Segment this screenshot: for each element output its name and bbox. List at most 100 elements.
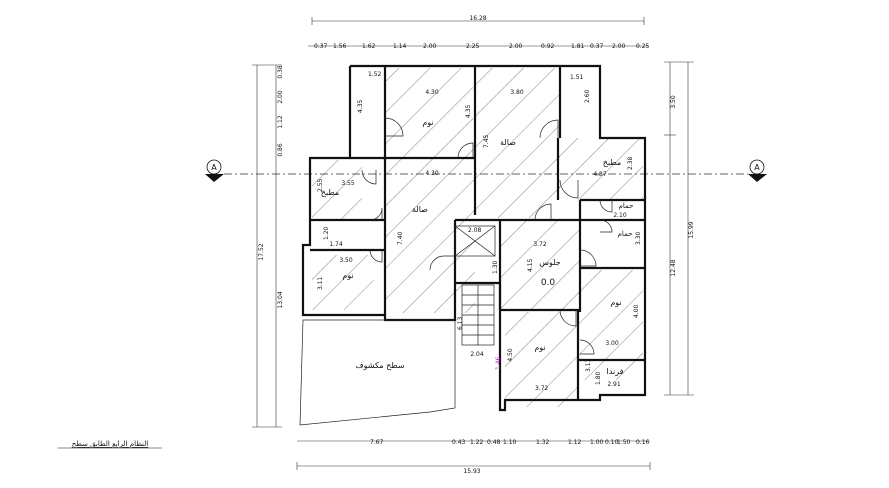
room-label-bedroom-3: نوم [534, 343, 545, 352]
left-overall-dim: 17.52 [258, 243, 265, 260]
top-seg-8: 0.92 [541, 43, 555, 50]
room-dim-bedroom-4: 3.00 [605, 340, 619, 347]
top-overall-dim-text: 16.28 [469, 15, 486, 22]
bottom-seg-3: 1.22 [470, 439, 484, 446]
hatched-floor-areas [312, 68, 643, 407]
outer-walls [299, 64, 647, 426]
left-dimensions: 17.52 13.04 0.86 1.12 2.00 0.38 [252, 64, 284, 428]
room-dim-kitchen-1: 3.55 [341, 180, 355, 187]
room-dim-bedroom-1: 4.30 [425, 89, 439, 96]
right-dimensions: 3.50 12.48 15.99 [664, 61, 695, 396]
left-seg-1: 0.86 [277, 143, 284, 157]
bottom-overall-dim-text: 15.93 [463, 468, 480, 475]
inner-dim-14: 6.13 [457, 316, 464, 330]
right-overall-dim: 15.99 [688, 221, 695, 238]
top-seg-7: 2.00 [509, 43, 523, 50]
top-overall-dimension: 16.28 [311, 15, 645, 25]
bottom-seg-8: 1.00 [590, 439, 604, 446]
bottom-seg-10: 1.50 [617, 439, 631, 446]
room-dim-bath-2: 1.74 [329, 241, 343, 248]
inner-dim-3: 4.35 [357, 99, 364, 113]
inner-dim-19: 2.60 [584, 89, 591, 103]
inner-dim-8: 2.08 [468, 227, 482, 234]
drawing-title: النظام الرابع الطابق سطح [72, 440, 149, 448]
right-top-dim: 3.50 [670, 95, 677, 109]
left-seg-4: 0.38 [277, 65, 284, 79]
inner-dim-20: 3.11 [585, 358, 592, 372]
inner-dim-11: 1.30 [492, 260, 499, 274]
staircase [461, 284, 495, 346]
left-seg-3: 2.00 [277, 90, 284, 104]
bottom-seg-1: 7.67 [370, 439, 384, 446]
room-label-hall-1: صالة [500, 138, 516, 147]
top-segment-dimensions: 0.37 1.56 1.62 1.14 2.00 2.25 2.00 0.92 … [308, 43, 650, 50]
bottom-segment-dimensions: 7.67 0.43 1.22 0.48 1.10 1.32 1.12 1.00 … [297, 439, 650, 446]
room-label-kitchen-2: مطبخ [603, 158, 621, 167]
top-seg-12: 0.25 [636, 43, 650, 50]
room-dim-living: 3.72 [533, 241, 547, 248]
top-seg-1: 0.37 [314, 43, 328, 50]
room-label-kitchen-1: مطبخ [321, 188, 339, 197]
section-line: A A [205, 159, 767, 182]
section-marker-left-label: A [211, 163, 217, 172]
bottom-seg-4: 0.48 [487, 439, 501, 446]
inner-dim-18: 2.38 [627, 156, 634, 170]
bottom-seg-6: 1.32 [536, 439, 550, 446]
room-label-bath-1: حمام [619, 202, 634, 210]
top-seg-3: 1.62 [362, 43, 376, 50]
room-label-bedroom-1: نوم [422, 118, 433, 127]
inner-dimensions: 1.52 1.51 4.35 4.35 7.45 2.55 7.40 2.08 … [317, 71, 642, 392]
right-partial-dim: 12.48 [670, 259, 677, 276]
room-label-hall-2: صالة [412, 205, 428, 214]
inner-dim-2: 1.51 [570, 74, 584, 81]
room-label-bedroom-2: نوم [342, 271, 353, 280]
inner-dim-21: 1.46 [495, 356, 502, 370]
room-dim-hall-2: 4.30 [425, 170, 439, 177]
inner-dim-9: 1.20 [323, 226, 330, 240]
interior-walls [310, 66, 645, 400]
inner-dim-7: 7.40 [397, 231, 404, 245]
section-marker-right-label: A [754, 163, 760, 172]
room-label-open-roof: سطح مكشوف [355, 361, 405, 370]
top-seg-10: 0.37 [590, 43, 604, 50]
room-labels: نوم 4.30 صالة 3.80 مطبخ 3.55 صالة 4.30 م… [321, 89, 634, 388]
inner-dim-16: 3.30 [635, 231, 642, 245]
top-seg-4: 1.14 [393, 43, 407, 50]
top-seg-5: 2.00 [423, 43, 437, 50]
level-mark: 0.0 [541, 278, 556, 288]
room-label-bath-2: حمام [618, 230, 633, 238]
inner-dim-12: 4.15 [527, 258, 534, 272]
inner-dim-6: 2.55 [317, 178, 324, 192]
top-seg-9: 1.81 [571, 43, 585, 50]
bottom-seg-9: 0.10 [605, 439, 619, 446]
inner-dim-15: 4.00 [633, 304, 640, 318]
inner-dim-17: 1.80 [595, 371, 602, 385]
bottom-seg-7: 1.12 [568, 439, 582, 446]
top-seg-11: 2.00 [612, 43, 626, 50]
bottom-seg-5: 1.10 [503, 439, 517, 446]
inner-dim-10: 3.11 [317, 276, 324, 290]
left-partial-dim: 13.04 [277, 291, 284, 308]
door-swings [361, 117, 613, 355]
inner-dim-5: 7.45 [483, 134, 490, 148]
room-label-bedroom-4: نوم [610, 298, 621, 307]
top-seg-6: 2.25 [466, 43, 480, 50]
room-dim-bedroom-2: 3.50 [339, 257, 353, 264]
left-seg-2: 1.12 [277, 115, 284, 129]
room-dim-kitchen-2: 4.87 [593, 171, 607, 178]
room-dim-hall-1: 3.80 [510, 89, 524, 96]
bottom-seg-11: 0.16 [636, 439, 650, 446]
inner-dim-1: 1.52 [368, 71, 382, 78]
inner-dim-13: 3.72 [535, 385, 549, 392]
room-label-living: جلوس [539, 258, 561, 267]
room-dim-veranda: 2.91 [607, 381, 621, 388]
room-dim-bedroom-3: 4.50 [507, 348, 514, 362]
top-seg-2: 1.56 [333, 43, 347, 50]
room-dim-open-roof: 2.04 [470, 351, 484, 358]
bottom-overall-dimension: 15.93 [296, 462, 651, 475]
inner-dim-4: 4.35 [465, 104, 472, 118]
room-dim-bath-1: 2.10 [613, 212, 627, 219]
bottom-seg-2: 0.43 [452, 439, 466, 446]
room-label-veranda: فرندا [607, 367, 624, 376]
